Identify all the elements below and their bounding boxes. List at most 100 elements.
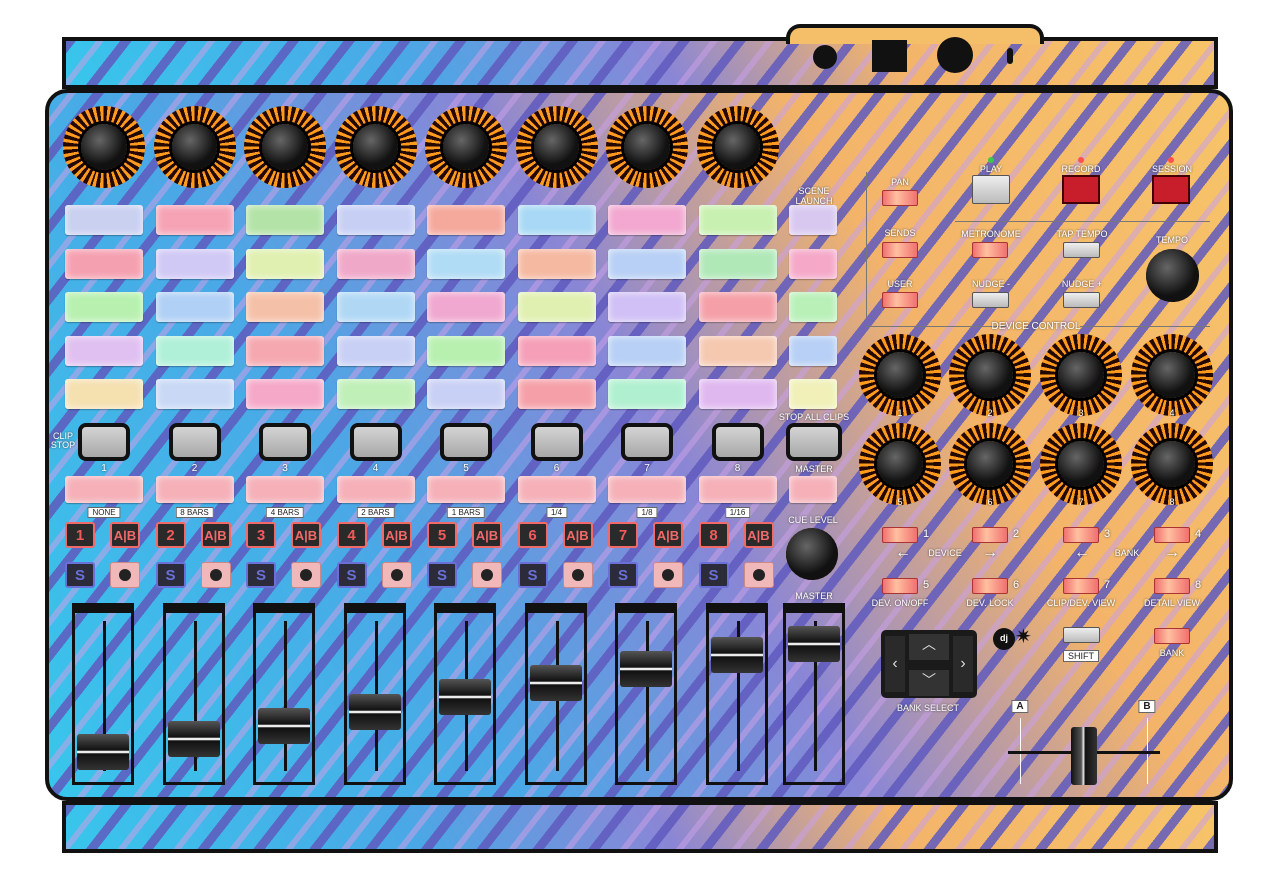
record-arm-button[interactable] <box>653 562 683 588</box>
clip-launch-pad[interactable] <box>155 292 234 322</box>
right-arrow-icon[interactable]: › <box>953 636 973 692</box>
clip-launch-pad[interactable] <box>427 205 505 235</box>
channel-fader-6[interactable] <box>524 603 587 785</box>
record-arm-button[interactable] <box>743 562 774 588</box>
solo-button[interactable]: S <box>65 562 95 588</box>
clip-stop-button-1[interactable] <box>78 423 130 461</box>
crossfade-assign-button[interactable]: A|B <box>381 522 412 548</box>
device-button-7[interactable] <box>1063 578 1099 594</box>
track-select-button[interactable] <box>517 476 596 503</box>
crossfade-assign-button[interactable]: A|B <box>291 522 321 548</box>
scene-launch-button-4[interactable] <box>789 335 837 366</box>
nudge-plus-button[interactable] <box>1063 292 1100 308</box>
clip-stop-button-2[interactable] <box>168 423 221 461</box>
fader-cap[interactable] <box>348 693 401 730</box>
channel-fader-4[interactable] <box>343 603 406 785</box>
crossfade-assign-button[interactable]: A|B <box>472 522 502 548</box>
clip-launch-pad[interactable] <box>608 292 686 322</box>
record-arm-button[interactable] <box>381 562 412 588</box>
down-arrow-icon[interactable]: ﹀ <box>909 670 949 696</box>
scene-launch-button-3[interactable] <box>789 292 837 322</box>
crossfade-assign-button[interactable]: A|B <box>562 522 593 548</box>
clip-stop-button-5[interactable] <box>440 423 492 461</box>
scene-launch-button-5[interactable] <box>789 379 837 409</box>
fader-cap[interactable] <box>620 650 672 687</box>
clip-launch-pad[interactable] <box>246 205 324 235</box>
clip-launch-pad[interactable] <box>517 292 596 322</box>
clip-launch-pad[interactable] <box>65 335 143 366</box>
clip-launch-pad[interactable] <box>517 335 596 366</box>
clip-launch-pad[interactable] <box>698 292 777 322</box>
track-activator-button[interactable]: 8 <box>698 522 729 548</box>
clip-launch-pad[interactable] <box>608 379 686 409</box>
left-arrow-icon[interactable]: ‹ <box>885 636 905 692</box>
tap-tempo-button[interactable] <box>1063 242 1100 258</box>
track-select-button[interactable] <box>336 476 415 503</box>
device-knob-1[interactable] <box>859 334 941 416</box>
clip-launch-pad[interactable] <box>698 205 777 235</box>
track-activator-button[interactable]: 4 <box>336 522 367 548</box>
device-button-4[interactable] <box>1154 527 1190 543</box>
clip-launch-pad[interactable] <box>608 335 686 366</box>
user-button[interactable] <box>882 292 918 308</box>
clip-launch-pad[interactable] <box>155 205 234 235</box>
track-knob-3[interactable] <box>244 106 326 188</box>
record-arm-button[interactable] <box>291 562 321 588</box>
clip-launch-pad[interactable] <box>608 205 686 235</box>
track-select-button[interactable] <box>155 476 234 503</box>
clip-stop-button-4[interactable] <box>349 423 402 461</box>
device-button-3[interactable] <box>1063 527 1099 543</box>
session-button[interactable] <box>1152 175 1190 204</box>
clip-launch-pad[interactable] <box>698 379 777 409</box>
clip-launch-pad[interactable] <box>698 248 777 279</box>
fader-cap[interactable] <box>167 721 220 757</box>
solo-button[interactable]: S <box>246 562 276 588</box>
clip-launch-pad[interactable] <box>65 205 143 235</box>
clip-launch-pad[interactable] <box>336 248 415 279</box>
clip-launch-pad[interactable] <box>427 248 505 279</box>
nudge-minus-button[interactable] <box>972 292 1009 308</box>
channel-fader-5[interactable] <box>434 603 496 785</box>
device-button-1[interactable] <box>882 527 918 543</box>
solo-button[interactable]: S <box>517 562 548 588</box>
clip-launch-pad[interactable] <box>65 248 143 279</box>
metronome-button[interactable] <box>972 242 1008 258</box>
channel-fader-3[interactable] <box>253 603 315 785</box>
track-activator-button[interactable]: 3 <box>246 522 276 548</box>
record-arm-button[interactable] <box>110 562 140 588</box>
clip-launch-pad[interactable] <box>336 379 415 409</box>
solo-button[interactable]: S <box>608 562 638 588</box>
clip-launch-pad[interactable] <box>517 205 596 235</box>
tempo-knob[interactable] <box>1146 249 1199 302</box>
crossfade-assign-button[interactable]: A|B <box>743 522 774 548</box>
clip-stop-button-7[interactable] <box>621 423 673 461</box>
clip-launch-pad[interactable] <box>336 205 415 235</box>
crossfade-assign-button[interactable]: A|B <box>653 522 683 548</box>
device-knob-6[interactable] <box>949 423 1031 505</box>
track-knob-1[interactable] <box>63 106 145 188</box>
solo-button[interactable]: S <box>427 562 457 588</box>
device-knob-3[interactable] <box>1040 334 1122 416</box>
track-activator-button[interactable]: 1 <box>65 522 95 548</box>
crossfader-cap[interactable] <box>1070 727 1097 785</box>
solo-button[interactable]: S <box>336 562 367 588</box>
clip-launch-pad[interactable] <box>155 335 234 366</box>
device-button-2[interactable] <box>972 527 1008 543</box>
device-knob-2[interactable] <box>949 334 1031 416</box>
clip-launch-pad[interactable] <box>427 292 505 322</box>
bank-button[interactable] <box>1154 628 1190 644</box>
clip-launch-pad[interactable] <box>698 335 777 366</box>
clip-stop-button-6[interactable] <box>530 423 583 461</box>
device-button-6[interactable] <box>972 578 1008 594</box>
device-button-5[interactable] <box>882 578 918 594</box>
track-knob-8[interactable] <box>696 106 779 188</box>
master-fader[interactable] <box>783 603 845 785</box>
clip-stop-button-3[interactable] <box>259 423 311 461</box>
clip-launch-pad[interactable] <box>427 379 505 409</box>
clip-launch-pad[interactable] <box>517 248 596 279</box>
crossfade-assign-button[interactable]: A|B <box>200 522 231 548</box>
up-arrow-icon[interactable]: ︿ <box>909 634 949 660</box>
track-knob-6[interactable] <box>515 106 598 188</box>
record-arm-button[interactable] <box>200 562 231 588</box>
track-knob-4[interactable] <box>334 106 417 188</box>
